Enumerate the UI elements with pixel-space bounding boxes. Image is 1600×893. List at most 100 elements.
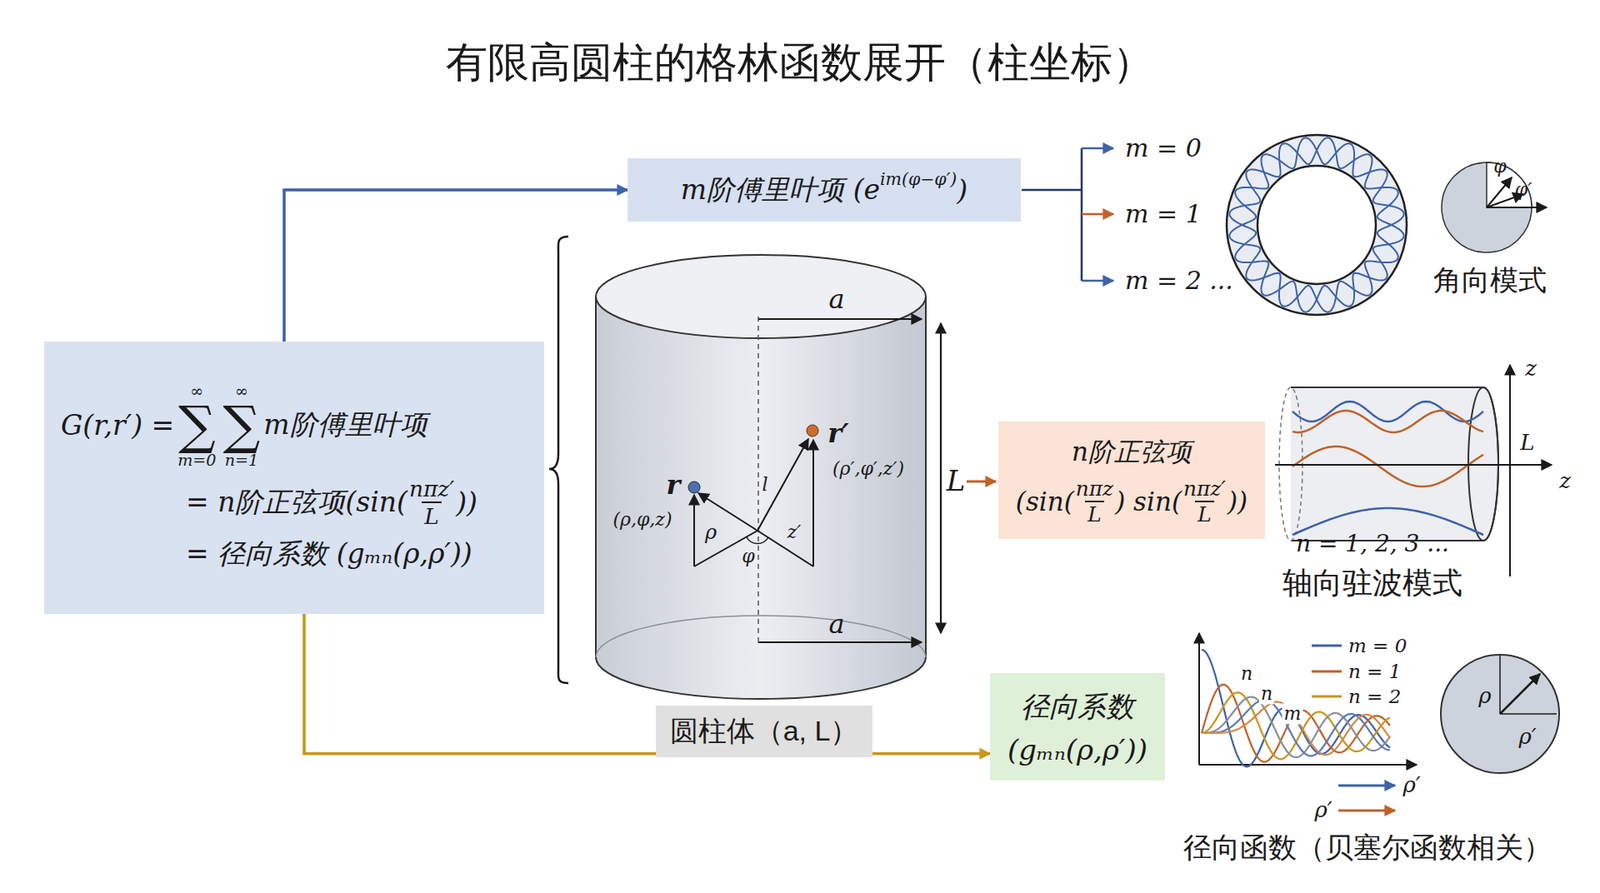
formula-box: 径向系数 (gₘₙ(ρ,ρ′)) [990,673,1165,781]
node-text: nπz [1075,476,1114,501]
chart-axis [1199,764,1417,766]
label-text: m = 1 [1125,200,1202,230]
node-text: )) [1227,486,1248,517]
label-text: (ρ,φ,z) [612,509,672,530]
node-text: (sin( [1015,486,1075,517]
legend-text: m = 0 [1348,635,1407,657]
label-text: m [1282,703,1304,725]
node-text: G(r,r′) = [60,409,175,442]
label-text: z′ [787,521,802,543]
legend-line [1311,670,1342,674]
legend-text: n = 1 [1348,660,1401,683]
radius-arrow [758,641,922,644]
vector-line [757,439,809,531]
formula-row: = n阶正弦项(sin(nπz′L)) [60,475,478,530]
curly-bracket [549,236,569,684]
label-text: ρ′ [1402,773,1420,799]
point-r-prime [806,425,819,437]
connector-arrow [284,190,628,342]
node-text: im(φ−φ′) [880,169,957,190]
vector-line [694,530,758,567]
angular-mode-wave [1229,137,1404,312]
title-text: 有限高圆柱的格林函数展开（柱坐标） [0,35,1600,91]
label-text: φ [1493,155,1506,177]
label-text: 径向函数（贝塞尔函数相关） [1183,831,1552,865]
label-text: n = 1, 2, 3 ... [1295,530,1450,558]
label-text: a [828,609,845,640]
rho-arrow [1338,785,1395,788]
annulus-outer [1226,135,1407,315]
legend-text: n = 2 [1348,685,1401,708]
node-text: 径向系数 [1020,688,1135,727]
label-text: L [946,465,966,498]
sum-column: ∞∑m=0 [177,382,216,470]
formula-row: G(r,r′) =∞∑m=0∞∑n=1m阶傅里叶项 [60,382,428,470]
node-text: L [1085,500,1104,527]
node-text: (gₘₙ(ρ,ρ′)) [1007,733,1148,767]
branch-arrow [1081,280,1114,283]
label-text: ρ′ [1314,798,1332,824]
point-r [688,481,700,494]
label-text: r [666,470,681,501]
bessel-curve [1201,702,1390,756]
fraction: nπz′L [1183,476,1226,527]
formula-box: 圆柱体（a, L） [655,705,873,758]
node-text: )) [455,486,478,520]
label-text: a [828,284,845,315]
node-text: = 径向系数 (gₘₙ(ρ,ρ′)) [185,535,473,574]
height-arrow [940,323,942,634]
angle-arc [746,537,769,545]
label-text: ρ [1478,684,1491,710]
label-text: m = 0 [1125,134,1202,164]
chart-axis [1198,633,1200,765]
legend-line [1311,645,1342,648]
formula-box: G(r,r′) =∞∑m=0∞∑n=1m阶傅里叶项= n阶正弦项(sin(nπz… [44,341,545,615]
node-text: n=1 [225,451,260,470]
branch-arrow [1081,213,1114,216]
formula-row: n阶正弦项 [1071,435,1192,470]
connector-arrow [304,614,990,755]
fraction: nπzL [1075,476,1114,527]
formula-row: (sin(nπzL) sin(nπz′L)) [1015,476,1248,527]
label-text: L [1518,430,1536,456]
angle-sector [1486,162,1532,208]
cylinder-top [595,255,926,339]
formula-box: m阶傅里叶项 (eim(φ−φ′)) [627,158,1021,222]
node-text: nπz′ [409,475,455,502]
node-text: ∞ [235,382,249,400]
node-text: L [1195,500,1214,527]
angle-axis [1486,206,1547,209]
node-text: ∑ [178,400,216,453]
node-text: nπz′ [1183,476,1226,501]
cylinder-bottom-back [595,615,926,658]
legend-line [1311,695,1342,699]
label-text: ρ′ [1518,725,1536,750]
label-text: m = 2 ... [1125,266,1234,296]
formula-row: m阶傅里叶项 (eim(φ−φ′)) [680,171,968,210]
node-text: = n阶正弦项(sin( [185,484,408,522]
radial-line [1500,713,1557,715]
formula-row: 径向系数 [1020,688,1135,727]
node-text: L [421,501,442,530]
formula-row: = 径向系数 (gₘₙ(ρ,ρ′)) [60,535,473,574]
node-text: n阶正弦项 [1071,435,1192,470]
radial-vector [1500,674,1540,715]
node-text: ∞ [190,382,204,400]
branch-arrow [1081,147,1114,150]
formula-row: 圆柱体（a, L） [670,712,860,751]
radius-arrow [758,318,922,320]
height-to-sine-arrow [966,480,996,484]
vector-line [812,440,815,567]
label-text: l [761,474,768,495]
axial-standing-wave [1292,446,1484,487]
label-text: z [1525,356,1537,382]
sum-column: ∞∑n=1 [223,382,261,470]
label-text: r′ [827,418,849,450]
node-text: m阶傅里叶项 (e [680,171,880,210]
label-text: φ [741,545,755,567]
label-text: 角向模式 [1433,264,1547,297]
fraction: nπz′L [409,475,455,530]
